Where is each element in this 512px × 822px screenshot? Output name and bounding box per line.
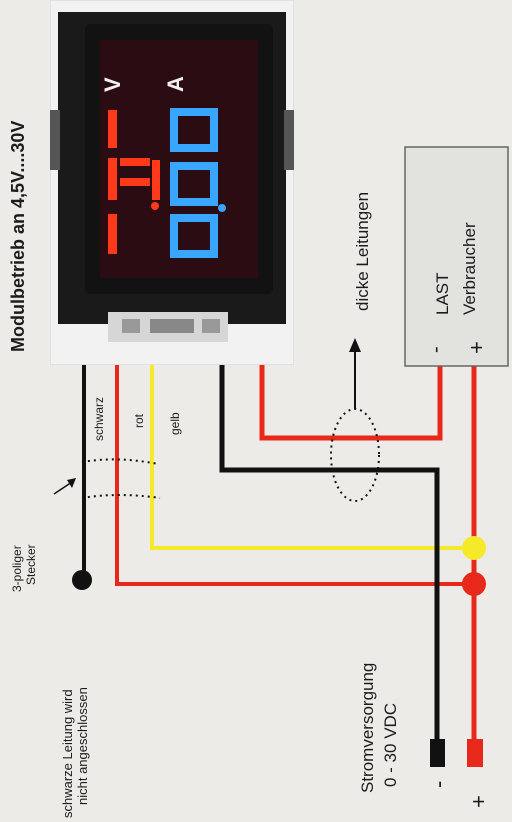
supply-label-line2: 0 - 30 VDC: [381, 702, 400, 787]
load-box: [404, 146, 509, 367]
wire-label-schwarz: schwarz: [92, 396, 106, 441]
red-signal-wire: [115, 362, 472, 586]
black-wire-end-dot: [72, 570, 92, 590]
connector-arrow-head: [67, 478, 76, 488]
load-minus-sign: -: [425, 346, 447, 353]
thick-wires-ellipse: [330, 408, 380, 502]
supply-minus-terminal: [430, 739, 445, 767]
wire-label-rot: rot: [132, 413, 146, 428]
meter-module-photo: V A: [50, 0, 294, 365]
yellow-junction-dot: [462, 536, 486, 560]
load-subtitle: Verbraucher: [460, 222, 479, 315]
thick-wires-label: dicke Leitungen: [353, 191, 372, 311]
thick-wires-arrow-head: [349, 338, 361, 352]
yellow-signal-wire: [150, 362, 472, 550]
thick-red-wire-load: [259, 362, 443, 441]
black-wire-note-line2: nicht angeschlossen: [75, 687, 90, 805]
connector-label-line1: 3-poliger: [10, 545, 24, 592]
black-wire-note-line1: schwarze Leitung wird: [60, 689, 75, 818]
diagram-title: Modulbetrieb an 4,5V....30V: [8, 120, 28, 352]
supply-minus-sign: -: [426, 780, 451, 788]
wire-label-gelb: gelb: [168, 412, 182, 435]
red-junction-dot: [462, 572, 486, 596]
connector-arrow: [53, 481, 73, 495]
supply-plus-sign: +: [466, 795, 491, 808]
svg-text:A: A: [163, 76, 188, 92]
svg-text:V: V: [100, 77, 125, 92]
supply-label-line1: Stromversorgung: [358, 662, 377, 793]
load-title: LAST: [433, 272, 452, 315]
connector-label-line2: Stecker: [24, 544, 38, 585]
thick-black-wire: [219, 362, 440, 745]
connector-outline: [81, 458, 161, 499]
supply-plus-terminal: [467, 739, 483, 767]
load-plus-sign: +: [464, 341, 489, 354]
